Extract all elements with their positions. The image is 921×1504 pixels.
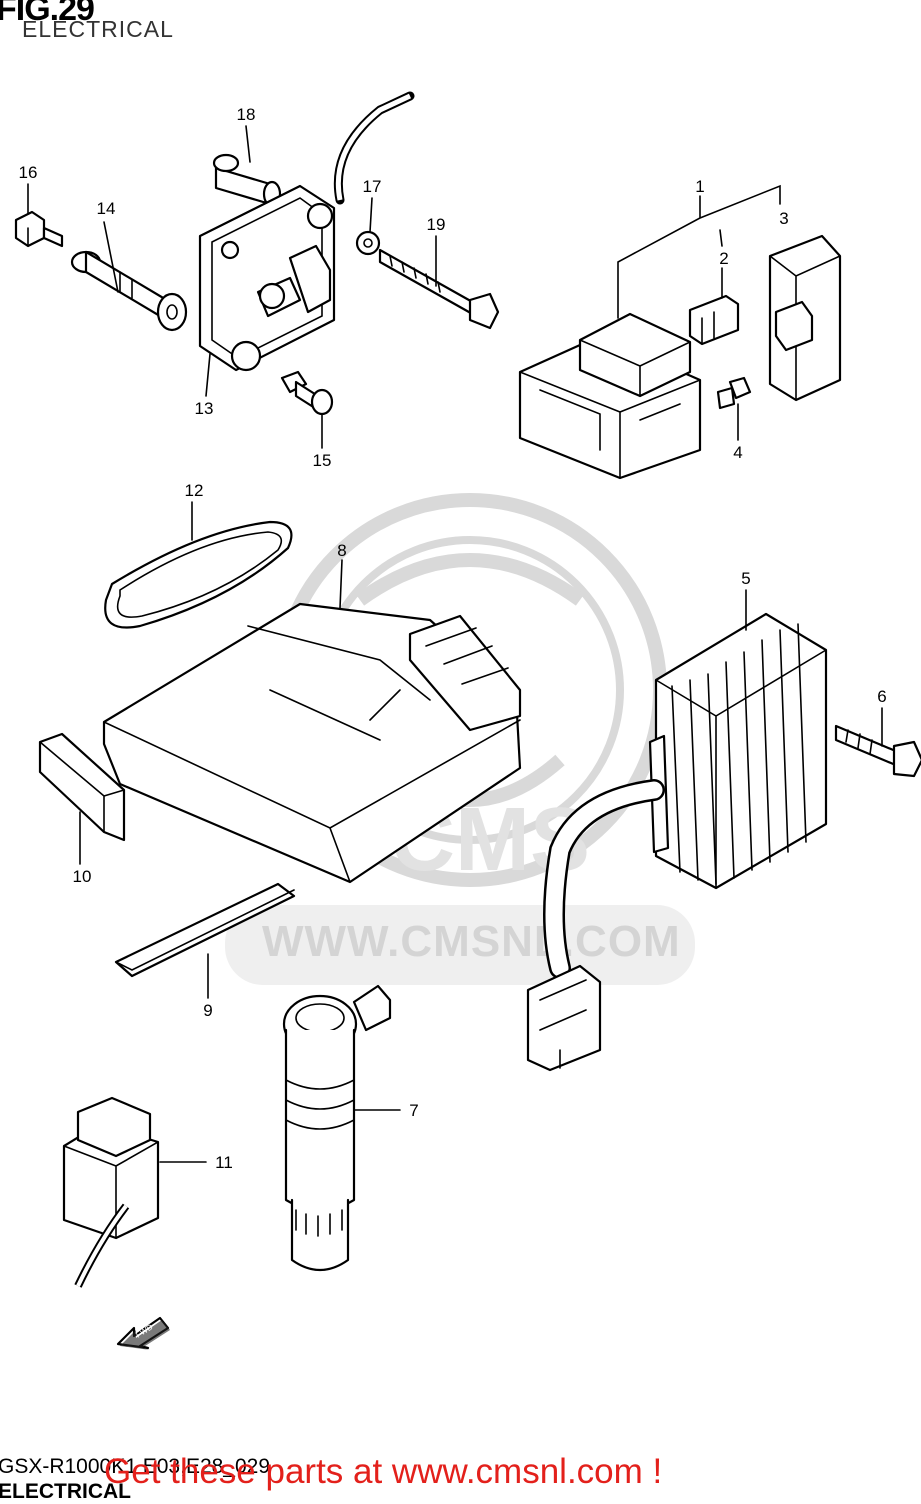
callout-2: 2 — [719, 249, 728, 268]
part-8-ecm-unit[interactable] — [102, 602, 522, 884]
callout-9: 9 — [203, 1001, 212, 1020]
section-label: ELECTRICAL — [0, 1480, 131, 1503]
callout-12: 12 — [185, 481, 204, 500]
callout-8: 8 — [337, 541, 346, 560]
callout-4: 4 — [733, 443, 742, 462]
part-16-bolt[interactable] — [14, 210, 64, 248]
promo-banner-link[interactable]: Get these parts at www.cmsnl.com ! — [104, 1452, 663, 1491]
part-15-bolt[interactable] — [280, 370, 334, 416]
part-2-fuse[interactable] — [688, 294, 740, 346]
part-4-bolt[interactable] — [716, 376, 752, 410]
callout-19: 19 — [427, 215, 446, 234]
part-9-cushion[interactable] — [114, 882, 296, 978]
watermark-url: WWW.CMSNL.COM — [262, 917, 681, 966]
part-10-holder[interactable] — [38, 732, 126, 842]
callout-18: 18 — [237, 105, 256, 124]
callout-1: 1 — [695, 177, 704, 196]
callout-17: 17 — [363, 177, 382, 196]
callout-10: 10 — [73, 867, 92, 886]
callout-6: 6 — [877, 687, 886, 706]
figure-number: FIG.29 — [0, 0, 95, 28]
part-13-sensor-bracket[interactable] — [198, 91, 415, 372]
part-14-collar[interactable] — [70, 250, 188, 332]
part-12-seal-band[interactable] — [104, 520, 293, 629]
callout-5: 5 — [741, 569, 750, 588]
callout-3: 3 — [779, 209, 788, 228]
callout-16: 16 — [19, 163, 38, 182]
part-6-bolt[interactable] — [834, 724, 921, 778]
part-3-relay-cover[interactable] — [768, 234, 842, 402]
part-7-ignition-coil[interactable] — [282, 984, 392, 1271]
part-19-bolt[interactable] — [378, 248, 500, 330]
callout-13: 13 — [195, 399, 214, 418]
callout-11: 11 — [215, 1153, 233, 1172]
callout-numbers: 1 2 3 4 5 6 7 8 9 10 11 12 13 14 15 16 1… — [19, 105, 887, 1172]
figure-subtitle: ELECTRICAL — [22, 16, 174, 42]
leader-lines — [27, 125, 883, 1163]
forward-arrow-icon: FWD — [116, 1316, 170, 1350]
part-5-regulator-rectifier[interactable] — [526, 612, 828, 1072]
part-1-starter-relay[interactable] — [518, 312, 702, 480]
part-18-sleeve[interactable] — [212, 153, 282, 208]
model-code: GSX-R1000K1 E03,E28_029 — [0, 1455, 271, 1478]
part-17-washer[interactable] — [355, 230, 381, 256]
part-11-relay[interactable] — [62, 1096, 160, 1288]
callout-7: 7 — [409, 1101, 418, 1120]
callout-14: 14 — [97, 199, 116, 218]
callout-15: 15 — [313, 451, 332, 470]
